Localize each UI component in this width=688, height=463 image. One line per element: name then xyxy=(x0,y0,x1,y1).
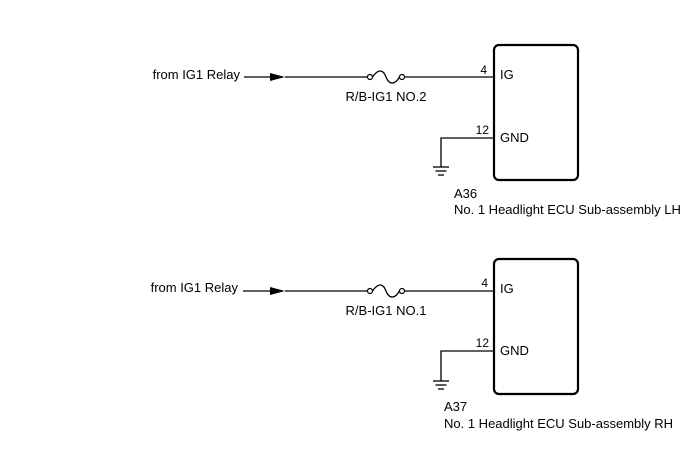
fuse-label: R/B-IG1 NO.2 xyxy=(346,89,427,104)
fuse-icon xyxy=(366,70,406,84)
gnd-terminal-label: GND xyxy=(500,130,529,145)
arrow-icon xyxy=(244,73,285,81)
component-name: No. 1 Headlight ECU Sub-assembly LH xyxy=(454,202,681,217)
component-name: No. 1 Headlight ECU Sub-assembly RH xyxy=(444,416,673,431)
fuse-icon xyxy=(366,284,406,298)
source-label: from IG1 Relay xyxy=(151,280,239,295)
gnd-pin-number: 12 xyxy=(476,336,490,350)
circuit-lh: from IG1 Relay R/B-IG1 NO.2 4 IG 12 GND … xyxy=(153,43,681,217)
circuit-rh: from IG1 Relay R/B-IG1 NO.1 4 IG 12 GND … xyxy=(151,257,673,431)
gnd-pin-number: 12 xyxy=(476,123,490,137)
headlight-ecu-rh xyxy=(492,257,580,396)
ig-terminal-label: IG xyxy=(500,281,514,296)
arrow-icon xyxy=(243,287,285,295)
ground-wire xyxy=(440,350,494,381)
gnd-terminal-label: GND xyxy=(500,343,529,358)
ground-wire xyxy=(440,137,494,167)
connector-code: A37 xyxy=(444,399,467,414)
ig-pin-number: 4 xyxy=(481,276,488,290)
ig-terminal-label: IG xyxy=(500,67,514,82)
fuse-label: R/B-IG1 NO.1 xyxy=(346,303,427,318)
source-label: from IG1 Relay xyxy=(153,67,241,82)
connector-code: A36 xyxy=(454,186,477,201)
ig-pin-number: 4 xyxy=(480,63,487,77)
ground-icon xyxy=(433,166,449,176)
ground-icon xyxy=(433,380,449,390)
headlight-ecu-lh xyxy=(492,43,580,182)
